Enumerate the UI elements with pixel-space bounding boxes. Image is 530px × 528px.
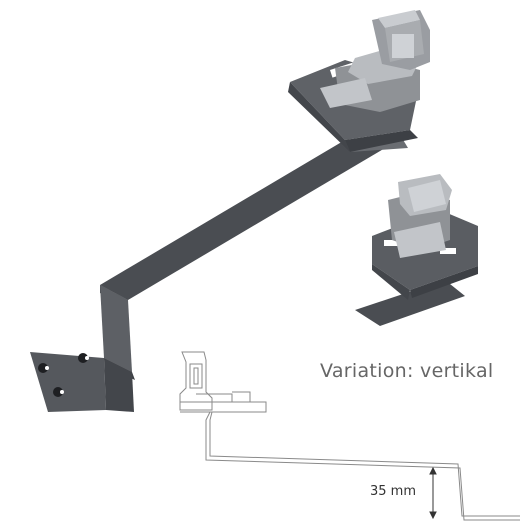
dimension-label: 35 mm [370,484,417,499]
variation-caption: Variation: vertikal [320,360,494,382]
dimension-marker [429,466,437,520]
profile-diagram [179,351,520,521]
variant-bracket-image [355,174,478,326]
main-bracket-image [30,10,430,412]
clamp-top [320,10,430,112]
clamp-variant [388,174,452,258]
